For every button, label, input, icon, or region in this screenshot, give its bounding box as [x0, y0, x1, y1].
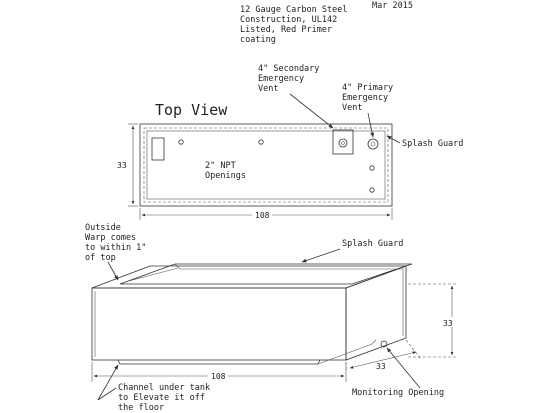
- secondary-vent-housing: [332, 129, 354, 155]
- outside-warp-label-2: Warp comes: [85, 233, 136, 243]
- drawing-date: Mar 2015: [372, 1, 413, 11]
- outside-warp-label-4: of top: [85, 253, 116, 263]
- primary-vent-icon: [367, 138, 379, 150]
- outside-warp-label-1: Outside: [85, 223, 121, 233]
- channel-leader: [97, 387, 117, 401]
- npt-openings-label-2: Openings: [205, 171, 246, 181]
- primary-vent-label-2: Emergency: [342, 93, 388, 103]
- secondary-vent-label-1: 4" Secondary: [258, 64, 319, 74]
- top-splash-guard-leader: [386, 135, 401, 144]
- fill-port-outline: [151, 137, 165, 161]
- top-view-title: Top View: [155, 101, 228, 119]
- monitoring-label: Monitoring Opening: [352, 388, 444, 398]
- top-view-height-label: 33: [117, 161, 127, 170]
- npt-openings-label-1: 2" NPT: [205, 161, 236, 171]
- spec-line-4: coating: [240, 35, 276, 45]
- secondary-vent-icon: [338, 138, 348, 148]
- spec-line-2: Construction, UL142: [240, 15, 337, 25]
- outside-warp-leader: [107, 261, 119, 281]
- primary-vent-label-1: 4" Primary: [342, 83, 393, 93]
- outside-warp-label-3: to within 1": [85, 243, 146, 253]
- npt-opening-icon: [178, 139, 184, 145]
- side-splash-guard-label: Splash Guard: [342, 239, 403, 249]
- primary-vent-leader: [367, 112, 374, 138]
- primary-vent-label-3: Vent: [342, 103, 362, 113]
- npt-opening-icon: [369, 165, 375, 171]
- side-view-tank: [91, 263, 413, 365]
- channel-note-1: Channel under tank: [118, 383, 210, 393]
- npt-opening-icon: [258, 139, 264, 145]
- monitoring-leader: [386, 347, 421, 389]
- secondary-vent-label-3: Vent: [258, 84, 278, 94]
- secondary-vent-label-2: Emergency: [258, 74, 304, 84]
- side-view-height-label: 33: [443, 319, 453, 328]
- top-view-width-label: 108: [255, 211, 270, 220]
- side-view-depth-label: 33: [376, 362, 386, 371]
- channel-leader-arrow: [97, 364, 119, 401]
- channel-note-3: the floor: [118, 403, 164, 413]
- side-splash-guard-leader: [301, 248, 341, 263]
- spec-notes: 12 Gauge Carbon Steel Construction, UL14…: [240, 5, 347, 45]
- channel-note-2: to Elevate it off: [118, 393, 205, 403]
- spec-line-1: 12 Gauge Carbon Steel: [240, 5, 347, 15]
- spec-line-3: Listed, Red Primer: [240, 25, 332, 35]
- top-view-height-dim: [128, 123, 138, 207]
- secondary-vent-leader: [289, 93, 334, 129]
- top-splash-guard-label: Splash Guard: [402, 139, 463, 149]
- side-view-length-label: 108: [211, 372, 226, 381]
- monitoring-opening-icon: [380, 340, 388, 348]
- top-view-tank: [139, 123, 393, 207]
- npt-opening-icon: [369, 187, 375, 193]
